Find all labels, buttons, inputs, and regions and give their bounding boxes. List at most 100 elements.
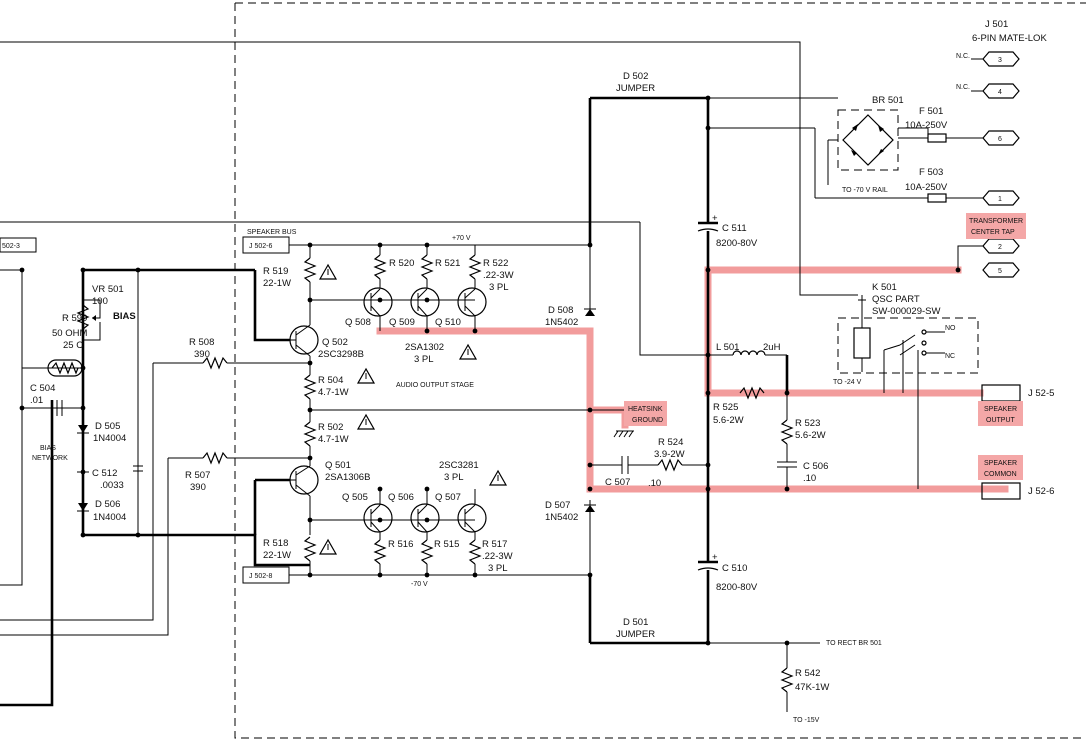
j501-pin-6: 6: [998, 136, 1002, 143]
c510-ref: C 510: [722, 563, 747, 574]
vr501-value: 100: [92, 296, 108, 307]
f501-value: 10A-250V: [905, 120, 948, 131]
j502-8-label: J 502-8: [249, 573, 272, 580]
svg-text:CENTER TAP: CENTER TAP: [971, 229, 1015, 236]
r523-ref: R 523: [795, 418, 820, 429]
zobel-network: [590, 456, 708, 474]
r504-value: 4.7-1W: [318, 387, 349, 398]
r523-value: 5.6-2W: [795, 430, 826, 441]
d505-diode-symbol: [78, 425, 88, 433]
d501-ref: D 501: [623, 617, 648, 628]
k501-part: SW-000029-SW: [872, 306, 940, 317]
speaker-common-callout: SPEAKER COMMON: [978, 455, 1023, 480]
relay-supply-label: TO -24 V: [833, 379, 862, 386]
d501-value: JUMPER: [616, 629, 655, 640]
to-rect-label: TO RECT BR 501: [826, 640, 882, 647]
j52-6-label: J 52-6: [1028, 486, 1054, 497]
k501-label: QSC PART: [872, 294, 920, 305]
r524-ref: R 524: [658, 437, 683, 448]
warning-icons: [318, 263, 508, 555]
base-resistors: [153, 356, 310, 465]
r522-ref: R 522: [483, 258, 508, 269]
d508-diode-symbol: [585, 309, 595, 316]
top-output-transistors: [363, 287, 487, 331]
c506-value: .10: [803, 473, 816, 484]
c504-value: .01: [30, 395, 43, 406]
audio-output-stage-label: AUDIO OUTPUT STAGE: [396, 382, 474, 389]
bias-network-label-1: BIAS: [40, 445, 56, 452]
svg-text:SPEAKER: SPEAKER: [984, 460, 1017, 467]
transformer-center-tap-callout: TRANSFORMER CENTER TAP: [966, 213, 1026, 239]
j501-pin-2: 2: [998, 244, 1002, 251]
r518-ref: R 518: [263, 538, 288, 549]
svg-text:COMMON: COMMON: [984, 471, 1017, 478]
warning-icon: [356, 413, 376, 430]
j501-type: 6-PIN MATE-LOK: [972, 33, 1047, 44]
c507-ref: C 507: [605, 477, 630, 488]
r524-value: 3.9-2W: [654, 449, 685, 460]
j52-5-label: J 52-5: [1028, 388, 1054, 399]
r515-ref: R 515: [434, 539, 459, 550]
relay-k501: [837, 295, 979, 489]
j52-5-box: [981, 384, 1021, 402]
warning-icon: [356, 367, 376, 384]
svg-text:TRANSFORMER: TRANSFORMER: [969, 218, 1023, 225]
bottom-transistor-part: 2SC3281: [439, 460, 479, 471]
c512-value: .0033: [100, 480, 124, 491]
j501-pin-3: 3: [998, 57, 1002, 64]
heatsink-ground-callout: HEATSINK GROUND: [624, 401, 667, 426]
r525-value: 5.6-2W: [713, 415, 744, 426]
svg-text:HEATSINK: HEATSINK: [628, 406, 663, 413]
r517-value: .22-3W: [482, 551, 513, 562]
j501-pin-4: 4: [998, 89, 1002, 96]
q501-transistor: [253, 465, 475, 535]
f501-ref: F 501: [919, 106, 943, 117]
output-inductor: [708, 350, 797, 489]
q509-ref: Q 509: [389, 317, 415, 328]
d506-ref: D 506: [95, 499, 120, 510]
r507-value: 390: [190, 482, 206, 493]
d507-diode-symbol: [585, 505, 595, 512]
r525-ref: R 525: [713, 402, 738, 413]
d507-ref: D 507: [545, 500, 570, 511]
warning-icon: [318, 263, 338, 280]
q505-ref: Q 505: [342, 492, 368, 503]
r599-value: 50 OHM: [52, 328, 87, 339]
top-transistor-count: 3 PL: [414, 354, 434, 365]
warning-icon: [318, 538, 338, 555]
r507-ref: R 507: [185, 470, 210, 481]
svg-text:SPEAKER: SPEAKER: [984, 406, 1017, 413]
svg-text:+: +: [712, 213, 718, 224]
j501-pin-1: 1: [998, 196, 1002, 203]
c510-value: 8200-80V: [716, 582, 758, 593]
svg-text:GROUND: GROUND: [632, 417, 663, 424]
d508-value: 1N5402: [545, 317, 578, 328]
top-transistor-part: 2SA1302: [405, 342, 444, 353]
r517-ref: R 517: [482, 539, 507, 550]
q510-ref: Q 510: [435, 317, 461, 328]
j502-3-label: 502-3: [2, 243, 20, 250]
q502-ref: Q 502: [322, 337, 348, 348]
r517-count: 3 PL: [488, 563, 508, 574]
c511-value: 8200-80V: [716, 238, 758, 249]
bias-network-label-2: NETWORK: [32, 455, 68, 462]
r502-ref: R 502: [318, 422, 343, 433]
vr501-ref: VR 501: [92, 284, 124, 295]
r516-ref: R 516: [388, 539, 413, 550]
br501-ref: BR 501: [872, 95, 904, 106]
v70p-label: +70 V: [452, 235, 471, 242]
q501-part: 2SA1306B: [325, 472, 370, 483]
warning-icon: [458, 343, 478, 360]
emitter-resistors-top: [373, 245, 482, 288]
d502-ref: D 502: [623, 71, 648, 82]
j502-6-label: J 502-6: [249, 243, 272, 250]
left-wiring: [0, 41, 858, 707]
j501-pins: [957, 51, 1020, 278]
v70n-label: -70 V: [411, 581, 428, 588]
q506-ref: Q 506: [388, 492, 414, 503]
r522-value: .22-3W: [483, 270, 514, 281]
relay-no-label: NO: [945, 325, 956, 332]
r502-value: 4.7-1W: [318, 434, 349, 445]
j501-pin-5: 5: [998, 268, 1002, 275]
br501-rail-label: TO -70 V RAIL: [842, 187, 888, 194]
